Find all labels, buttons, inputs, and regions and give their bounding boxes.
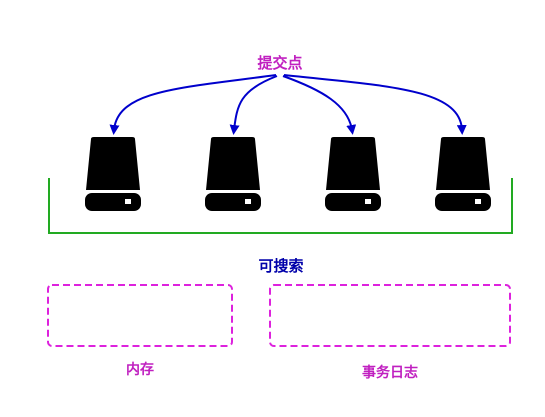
arrow-icon — [283, 74, 467, 135]
searchable-label: 可搜索 — [258, 257, 304, 275]
disk-indicator — [475, 199, 481, 204]
commit-arrows — [109, 74, 467, 135]
disk-base — [85, 193, 141, 211]
on-disk-bracket — [48, 178, 513, 234]
disk-indicator — [365, 199, 371, 204]
disk-icon — [205, 137, 261, 211]
translog-buffer — [269, 284, 511, 347]
commit-point-label: 提交点 — [257, 54, 303, 72]
disk-body — [436, 137, 490, 190]
memory-buffer — [47, 284, 233, 347]
disk-icon — [325, 137, 381, 211]
segment-disks — [85, 137, 491, 211]
arrow-icon — [109, 74, 277, 135]
disk-indicator — [125, 199, 131, 204]
translog-label: 事务日志 — [362, 365, 418, 381]
disk-body — [326, 137, 380, 190]
disk-icon — [435, 137, 491, 211]
disk-icon — [85, 137, 141, 211]
arrow-icon — [229, 75, 278, 135]
memory-label: 内存 — [126, 362, 154, 378]
disk-body — [206, 137, 260, 190]
arrow-icon — [282, 75, 357, 135]
disk-base — [205, 193, 261, 211]
disk-body — [86, 137, 140, 190]
disk-indicator — [245, 199, 251, 204]
disk-base — [325, 193, 381, 211]
disk-base — [435, 193, 491, 211]
